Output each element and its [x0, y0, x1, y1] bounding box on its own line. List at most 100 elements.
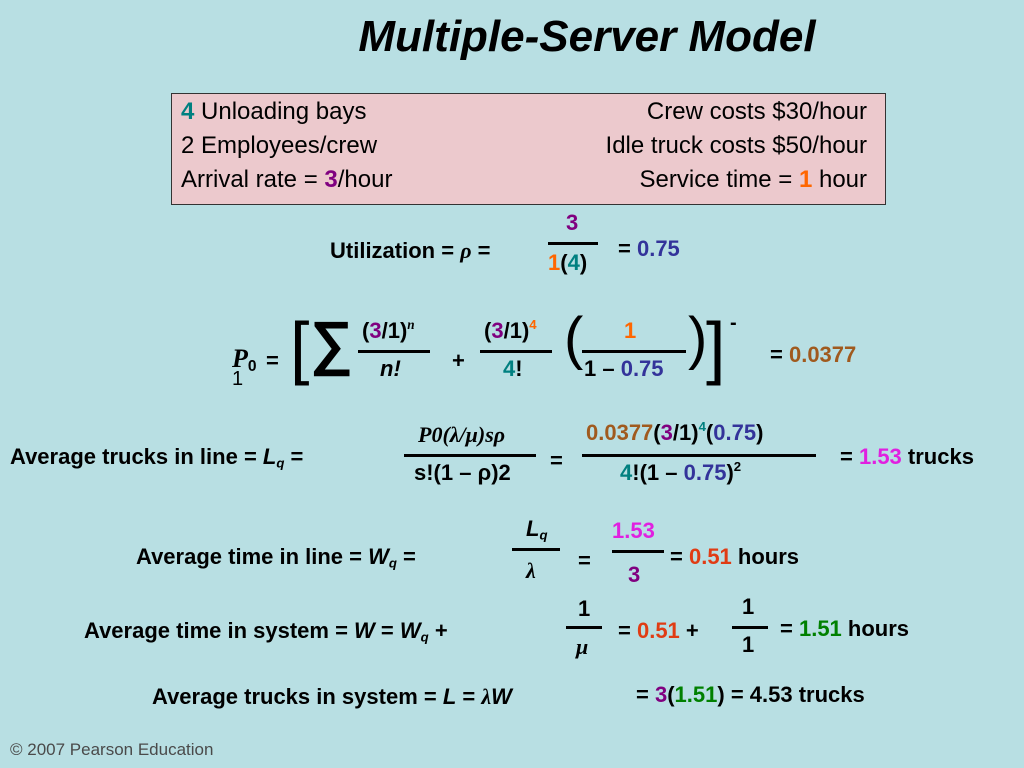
wq-eq: = — [396, 544, 416, 569]
bays-text: 4 Unloading bays — [181, 98, 366, 126]
l-w-value: 1.51 — [674, 682, 718, 707]
term3-numerator: 1 — [624, 318, 637, 343]
term2-den-fact: ! — [515, 356, 523, 381]
arrival-rate-text: Arrival rate = 3/hour — [181, 166, 392, 194]
w-lhs: Average time in system = W = Wq + — [84, 618, 448, 644]
lq-numeric-numerator: 0.0377(3/1)4(0.75) — [586, 418, 764, 445]
l-eq2: = — [636, 682, 655, 707]
bays-value: 4 — [181, 98, 195, 125]
term2-lambda: 3 — [491, 318, 504, 343]
left-paren: ( — [564, 306, 584, 371]
wq-result-unit: hours — [731, 544, 800, 569]
lq-formula-numerator: P0(λ/μ)sρ — [418, 422, 505, 448]
service-value: 1 — [798, 166, 813, 193]
sum-symbol: ∑ — [310, 309, 353, 376]
rho-symbol: ρ — [460, 238, 472, 263]
lq-formula-den-text: s!(1 – ρ)2 — [414, 460, 511, 485]
lq-numeric-fraction-bar — [582, 454, 816, 457]
lq-num-rho: 0.75 — [713, 420, 757, 445]
w-result-eq: = — [780, 616, 799, 641]
term1-exponent: n — [407, 316, 415, 332]
term1-numerator: (3/1)n — [362, 316, 415, 343]
crew-cost-text: Crew costs $30/hour — [646, 98, 867, 125]
lq-eq: = — [284, 444, 304, 469]
service-time-text: Service time = 1 hour — [640, 166, 867, 194]
lq-numeric-denominator: 4!(1 – 0.75)2 — [620, 458, 742, 485]
p0-lhs: P0 — [232, 344, 257, 374]
utilization-result: = 0.75 — [618, 236, 680, 262]
wq-symbol: W — [368, 544, 389, 569]
w-frac-numerator: 1 — [578, 596, 591, 621]
lq-eq2: = — [550, 448, 563, 473]
info-row-1: 4 Unloading bays Crew costs $30/hour — [181, 98, 867, 132]
wq-lhs: Average time in line = Wq = — [136, 544, 416, 570]
w-plus: + — [428, 618, 448, 643]
problem-info-box: 4 Unloading bays Crew costs $30/hour 2 E… — [171, 93, 886, 205]
arrival-value: 3 — [324, 166, 338, 193]
l-lhs: Average trucks in system = L = λW — [152, 684, 512, 710]
wq-den: 3 — [628, 562, 641, 587]
w-wq-value: 0.51 — [636, 618, 680, 643]
lq-formula-denominator: s!(1 – ρ)2 — [414, 460, 511, 486]
right-square-bracket: ] — [706, 308, 726, 386]
wq-num-bar — [612, 550, 664, 553]
term2-exponent: 4 — [529, 316, 537, 332]
utilization-lhs: Utilization = ρ = — [330, 238, 491, 264]
employees-text: 2 Employees/crew — [181, 132, 378, 159]
wq-num: 1.53 — [612, 518, 655, 543]
w-wq-subscript: q — [420, 629, 429, 645]
utilization-label: Utilization = — [330, 238, 461, 263]
left-square-bracket: [ — [290, 308, 310, 386]
term1-fraction-bar — [358, 350, 430, 353]
lq-den-rho: 0.75 — [683, 460, 727, 485]
utilization-result-value: 0.75 — [636, 236, 680, 261]
term3-denominator: 1 – 0.75 — [584, 356, 664, 382]
p0-plus: + — [452, 348, 465, 373]
w-frac2-numerator: 1 — [742, 594, 755, 619]
wq-result: = 0.51 hours — [670, 544, 799, 570]
w-result: = 1.51 hours — [780, 616, 909, 642]
bays-label: Unloading bays — [194, 98, 367, 125]
info-row-2: 2 Employees/crew Idle truck costs $50/ho… — [181, 132, 867, 166]
w-numeric: = 0.51 + — [618, 618, 699, 644]
utilization-eq: = — [471, 238, 491, 263]
lq-result: = 1.53 trucks — [840, 444, 974, 470]
term1-denominator: n! — [380, 356, 401, 381]
l-numeric: = 3(1.51) = 4.53 trucks — [636, 682, 865, 707]
w-eq: = — [374, 618, 400, 643]
denom-mu: 1 — [548, 250, 561, 275]
lq-symbol: L — [262, 444, 277, 469]
wq-result-value: 0.51 — [688, 544, 732, 569]
l-eq: = — [456, 684, 482, 709]
p0-result: = 0.0377 — [770, 342, 856, 368]
copyright-footer: © 2007 Pearson Education — [10, 740, 214, 759]
lq-num-lambda: 3 — [660, 420, 673, 445]
p0-result-value: 0.0377 — [788, 342, 857, 367]
wq-frac-numerator: Lq — [526, 516, 548, 542]
lq-formula-num-text: P0(λ/μ)sρ — [418, 422, 506, 447]
w-label: Average time in system = — [84, 618, 355, 643]
lq-den-m: 4 — [620, 460, 633, 485]
p0-eq: = — [266, 348, 279, 373]
w-result-value: 1.51 — [798, 616, 842, 641]
term2-denominator: 4! — [503, 356, 523, 382]
lq-lhs: Average trucks in line = Lq = — [10, 444, 303, 470]
service-suffix: hour — [812, 166, 867, 193]
p0-subscript: 0 — [247, 357, 257, 375]
term3-den-prefix: 1 – — [584, 356, 621, 381]
l-lambda-value: 3 — [654, 682, 668, 707]
lq-subscript: q — [276, 455, 285, 471]
l-result: ) = 4.53 trucks — [717, 682, 865, 707]
wq-frac-bar — [512, 548, 560, 551]
utilization-numerator: 3 — [566, 210, 579, 235]
utilization-denominator: 1(4) — [548, 250, 588, 275]
w-result-unit: hours — [841, 616, 910, 641]
idle-cost-text: Idle truck costs $50/hour — [605, 132, 867, 159]
w-frac2-bar — [732, 626, 768, 629]
wq-result-eq: = — [670, 544, 689, 569]
wq-frac-num-sub: q — [539, 527, 548, 543]
term1-mu: 1 — [387, 318, 400, 343]
denom-m: 4 — [567, 250, 580, 275]
wq-eq2: = — [578, 548, 591, 573]
lq-result-eq: = — [840, 444, 859, 469]
